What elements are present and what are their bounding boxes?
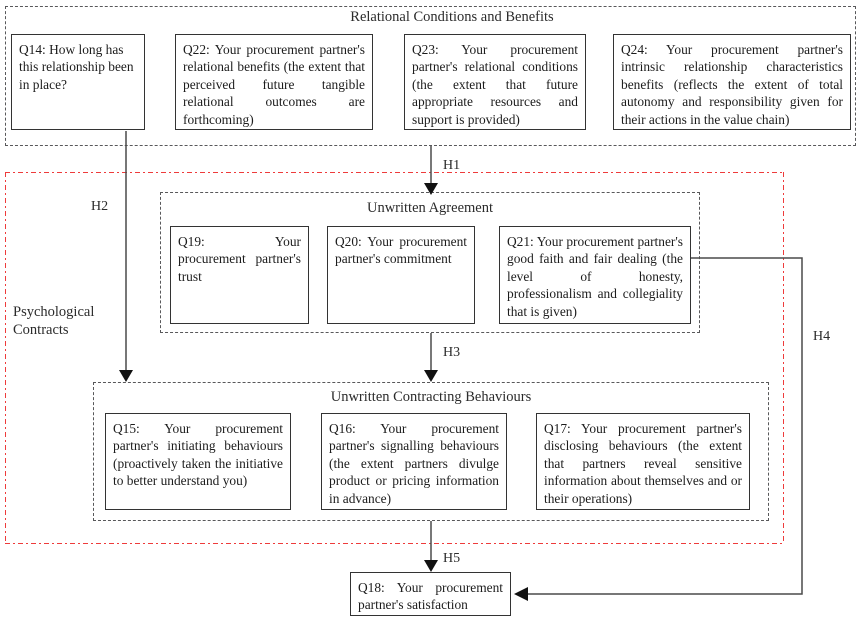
node-q18: Q18: Your procurement partner's satisfac… xyxy=(350,572,511,616)
group-relational-conditions-and-benefits xyxy=(5,6,856,146)
node-q22: Q22: Your procurement partner's relation… xyxy=(175,34,373,130)
hypothesis-label-h5: H5 xyxy=(443,551,461,566)
node-q19: Q19: Your procurement partner's trust xyxy=(170,226,309,324)
node-q21: Q21: Your procurement partner's good fai… xyxy=(499,226,691,324)
group-title-relational-conditions-and-benefits: Relational Conditions and Benefits xyxy=(350,9,554,25)
hypothesis-label-h3: H3 xyxy=(443,345,461,360)
group-title-unwritten-contracting-behaviours: Unwritten Contracting Behaviours xyxy=(330,389,532,405)
arrowhead-h5 xyxy=(424,560,438,572)
node-q17: Q17: Your procurement partner's disclosi… xyxy=(536,413,750,510)
hypothesis-label-h1: H1 xyxy=(443,158,461,173)
node-q23: Q23: Your procurement partner's relation… xyxy=(404,34,586,130)
hypothesis-label-h2: H2 xyxy=(91,199,109,214)
node-q16: Q16: Your procurement partner's signalli… xyxy=(321,413,507,510)
node-q15: Q15: Your procurement partner's initiati… xyxy=(105,413,291,510)
hypothesis-label-h4: H4 xyxy=(813,329,831,344)
arrowhead-h4 xyxy=(514,587,528,601)
node-q24: Q24: Your procurement partner's intrinsi… xyxy=(613,34,851,130)
node-q20: Q20: Your procurement partner's commitme… xyxy=(327,226,475,324)
group-title-unwritten-agreement: Unwritten Agreement xyxy=(366,200,494,216)
label-psychological-contracts: Psychological Contracts xyxy=(13,304,95,339)
node-q14: Q14: How long has this relationship been… xyxy=(11,34,145,130)
